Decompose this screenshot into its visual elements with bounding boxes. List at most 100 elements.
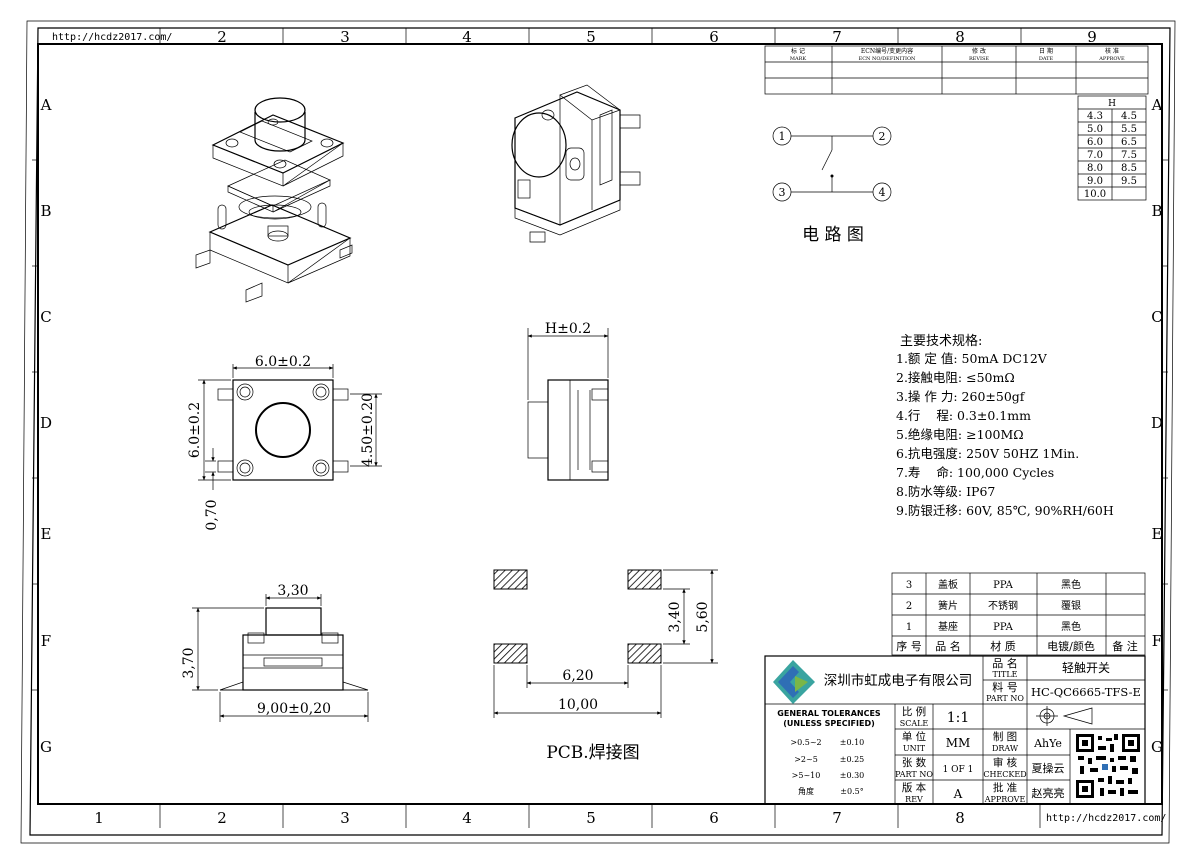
pin-label: 2 (879, 130, 886, 143)
tolerance-range: >5~10 (792, 771, 821, 780)
rev-header: 标 记 (791, 47, 805, 55)
height-table-header: H (1108, 99, 1116, 109)
row-label: F (1152, 632, 1162, 650)
dim-pin-width: 0,70 (204, 499, 220, 530)
specs-title: 主要技术规格: (900, 333, 982, 349)
row-label: A (40, 96, 52, 114)
height-value: 6.5 (1121, 137, 1137, 148)
row-label: E (1152, 525, 1163, 543)
url-top[interactable]: http://hcdz2017.com/ (52, 32, 172, 43)
draw-label-en: DRAW (992, 744, 1019, 753)
dim-front-cap: 3,30 (277, 583, 308, 599)
col-label: 5 (586, 809, 596, 827)
spec-item: 7.寿 命: 100,000 Cycles (896, 465, 1054, 480)
row-label: B (40, 202, 51, 220)
height-value: 7.0 (1087, 150, 1103, 161)
url-bottom[interactable]: http://hcdz2017.com/ (1046, 813, 1166, 824)
row-label: D (1151, 414, 1163, 432)
height-value: 8.0 (1087, 163, 1103, 174)
title-label-cn: 品 名 (992, 656, 1018, 670)
qr-code-icon[interactable] (1074, 732, 1142, 800)
assembled-view (511, 84, 641, 243)
spec-item: 5.绝缘电阻: ≥100MΩ (896, 427, 1024, 442)
dim-side-height: H±0.2 (545, 321, 591, 337)
tolerance-sub: (UNLESS SPECIFIED) (783, 719, 875, 728)
pcb-caption: PCB.焊接图 (546, 743, 639, 763)
height-value: 4.3 (1087, 111, 1103, 122)
spec-item: 9.防银迁移: 60V, 85℃, 90%RH/60H (896, 503, 1114, 518)
dim-front-height: 3,70 (181, 647, 197, 678)
spec-item: 3.操 作 力: 260±50gf (896, 389, 1026, 404)
col-label: 8 (955, 809, 965, 827)
col-label: 7 (832, 28, 842, 46)
dim-top-width: 6.0±0.2 (255, 354, 311, 370)
tolerance-value: ±0.30 (840, 771, 865, 780)
part-label-en: PART NO (986, 694, 1024, 703)
pin-label: 3 (779, 186, 786, 199)
sheet-label-cn: 张 数 (902, 756, 927, 769)
draw-label-cn: 制 图 (993, 730, 1017, 743)
row-label: C (40, 308, 51, 326)
bom-table: 3 盖板 PPA 黑色 2 簧片 不锈钢 覆银 1 基座 PPA 黑色 序 号 … (891, 572, 1146, 656)
row-label: B (1151, 202, 1162, 220)
circuit-diagram: 1 2 3 4 电 路 图 (772, 126, 892, 245)
row-label: C (1151, 308, 1162, 326)
check-label-cn: 审 核 (993, 756, 1018, 769)
row-label: F (41, 632, 51, 650)
bom-cell: 1 (906, 622, 912, 633)
column-labels-bottom: 1 2 3 4 5 6 7 8 (94, 809, 965, 827)
side-view: H±0.2 (527, 321, 609, 481)
bom-cell: 3 (906, 580, 912, 591)
height-value: 5.0 (1087, 124, 1103, 135)
tolerance-range: 角度 (798, 786, 814, 796)
tolerance-value: ±0.25 (840, 755, 865, 764)
rev-value: A (953, 787, 963, 801)
approve-value: 赵亮亮 (1032, 786, 1065, 800)
col-label: 1 (94, 809, 104, 827)
sheet-value: 1 OF 1 (943, 765, 974, 775)
row-labels-left: A B C D E F G (40, 96, 52, 756)
check-value: 夏操云 (1032, 761, 1065, 775)
spec-item: 4.行 程: 0.3±0.1mm (896, 408, 1031, 423)
dim-pin-pitch: 4.50±0.20 (360, 393, 376, 467)
col-label: 3 (340, 809, 350, 827)
exploded-view (195, 97, 353, 303)
unit-label-en: UNIT (903, 744, 926, 753)
tolerance-title: GENERAL TOLERANCES (777, 709, 881, 718)
row-label: G (40, 738, 52, 756)
height-value: 5.5 (1121, 124, 1137, 135)
circuit-caption: 电 路 图 (802, 225, 864, 245)
row-label: G (1151, 738, 1163, 756)
bom-header: 电镀/颜色 (1047, 639, 1095, 653)
height-value: 9.5 (1121, 176, 1137, 187)
col-label: 4 (462, 809, 472, 827)
col-label: 3 (340, 28, 350, 46)
company-name: 深圳市虹成电子有限公司 (824, 672, 973, 689)
rev-header-en: DATE (1039, 56, 1054, 62)
bom-cell: 2 (906, 601, 912, 612)
spec-item: 1.额 定 值: 50mA DC12V (896, 351, 1048, 366)
unit-label-cn: 单 位 (902, 730, 927, 743)
dim-front-width: 9,00±0,20 (257, 701, 331, 717)
bom-header: 序 号 (896, 639, 922, 653)
top-view: 6.0±0.2 6.0±0.2 4.50±0.20 0,70 (187, 354, 382, 531)
approve-label-cn: 批 准 (993, 781, 1017, 794)
col-label: 8 (955, 28, 965, 46)
tolerance-range: >2~5 (794, 755, 818, 764)
spec-item: 8.防水等级: IP67 (896, 484, 995, 499)
col-label: 7 (832, 809, 842, 827)
rev-header: 修 改 (972, 47, 986, 55)
tolerance-range: >0.5~2 (790, 738, 821, 747)
part-label-cn: 料 号 (992, 680, 1018, 694)
rev-header: 日 期 (1039, 47, 1053, 55)
bom-cell: 不锈钢 (988, 599, 1018, 612)
part-value: HC-QC6665-TFS-E (1031, 685, 1141, 699)
bom-cell: 盖板 (938, 578, 958, 591)
check-label-en: CHECKED (983, 770, 1026, 779)
height-value: 6.0 (1087, 137, 1103, 148)
bom-cell: 基座 (938, 620, 958, 633)
bom-header: 品 名 (935, 639, 961, 653)
row-labels-right: A B C D E F G (1151, 96, 1163, 756)
bom-header: 材 质 (990, 639, 1016, 653)
bom-cell: 簧片 (938, 599, 958, 612)
